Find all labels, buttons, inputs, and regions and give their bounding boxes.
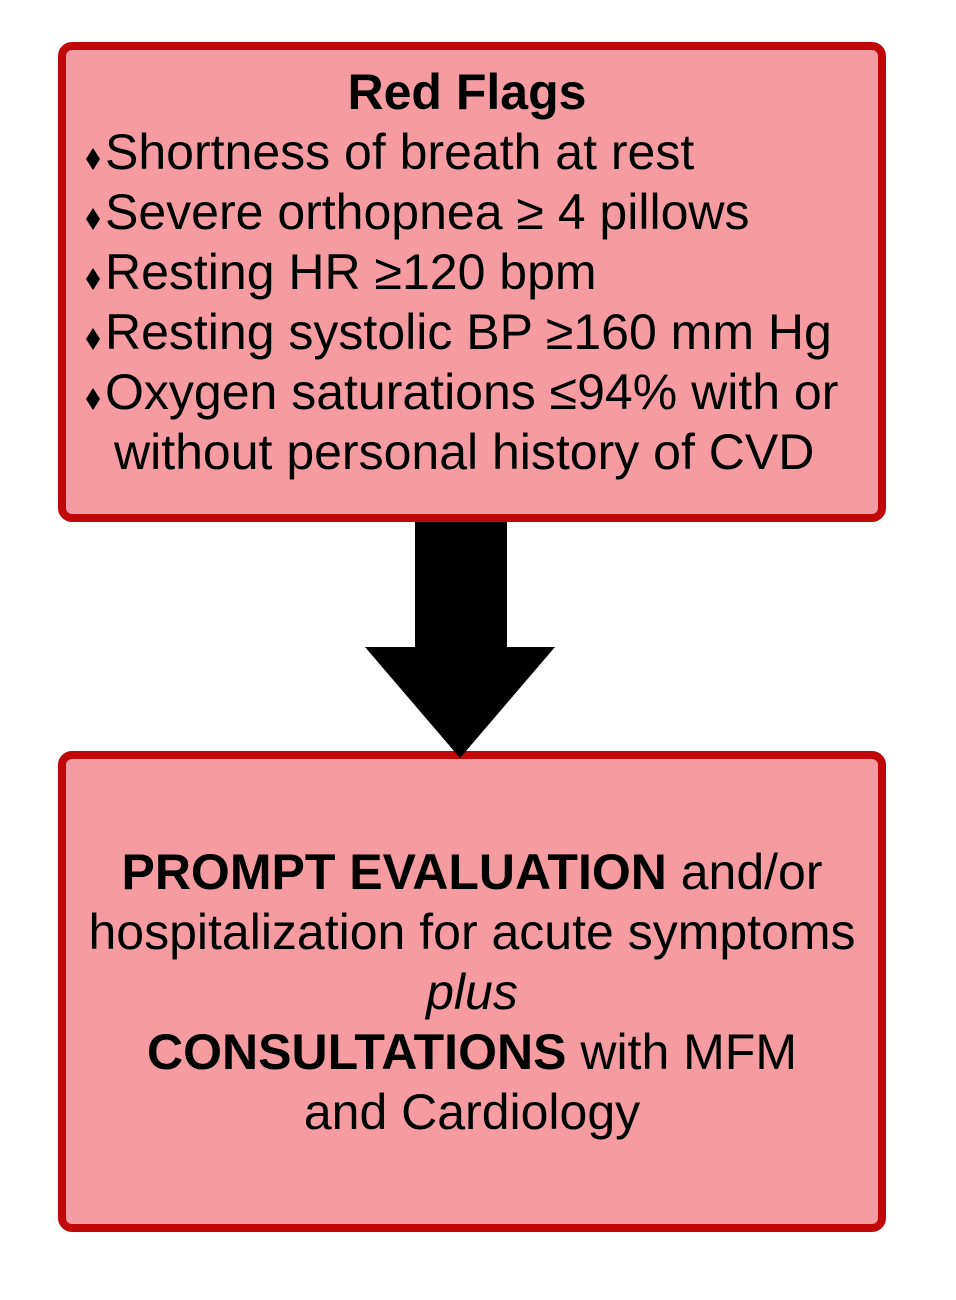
red-flags-title: Red Flags: [347, 64, 587, 120]
down-arrow-icon: [365, 522, 555, 758]
red-flag-text: Oxygen saturations ≤94% with or without …: [105, 364, 839, 480]
action-text: and/or: [666, 843, 823, 900]
diamond-bullet-icon: [86, 268, 100, 290]
action-text: and Cardiology: [303, 1083, 641, 1140]
action-line: plus: [78, 962, 866, 1022]
action-box: PROMPT EVALUATION and/or hospitalization…: [58, 751, 886, 1232]
action-line: PROMPT EVALUATION and/or: [78, 842, 866, 902]
action-text-italic: plus: [426, 963, 518, 1020]
action-text: with MFM: [566, 1023, 797, 1080]
red-flag-text: Severe orthopnea ≥ 4 pillows: [105, 184, 750, 240]
action-text-bold: CONSULTATIONS: [147, 1023, 567, 1080]
diamond-bullet-icon: [86, 328, 100, 350]
red-flag-text: Shortness of breath at rest: [105, 124, 695, 180]
action-text-bold: PROMPT EVALUATION: [121, 843, 667, 900]
red-flags-box: Red Flags Shortness of breath at rest Se…: [58, 42, 886, 522]
red-flag-item: Resting HR ≥120 bpm: [86, 242, 848, 302]
red-flag-text: Resting systolic BP ≥160 mm Hg: [105, 304, 832, 360]
red-flag-item: Shortness of breath at rest: [86, 122, 848, 182]
red-flag-item: Resting systolic BP ≥160 mm Hg: [86, 302, 848, 362]
action-text: hospitalization for acute symptoms: [88, 903, 856, 960]
action-line: and Cardiology: [78, 1082, 866, 1142]
diamond-bullet-icon: [86, 208, 100, 230]
red-flag-item: Oxygen saturations ≤94% with or without …: [86, 362, 848, 482]
diamond-bullet-icon: [86, 148, 100, 170]
action-line: CONSULTATIONS with MFM: [78, 1022, 866, 1082]
red-flag-text: Resting HR ≥120 bpm: [105, 244, 597, 300]
diamond-bullet-icon: [86, 388, 100, 410]
red-flags-list: Shortness of breath at rest Severe ortho…: [86, 122, 848, 482]
red-flag-item: Severe orthopnea ≥ 4 pillows: [86, 182, 848, 242]
action-line: hospitalization for acute symptoms: [78, 902, 866, 962]
